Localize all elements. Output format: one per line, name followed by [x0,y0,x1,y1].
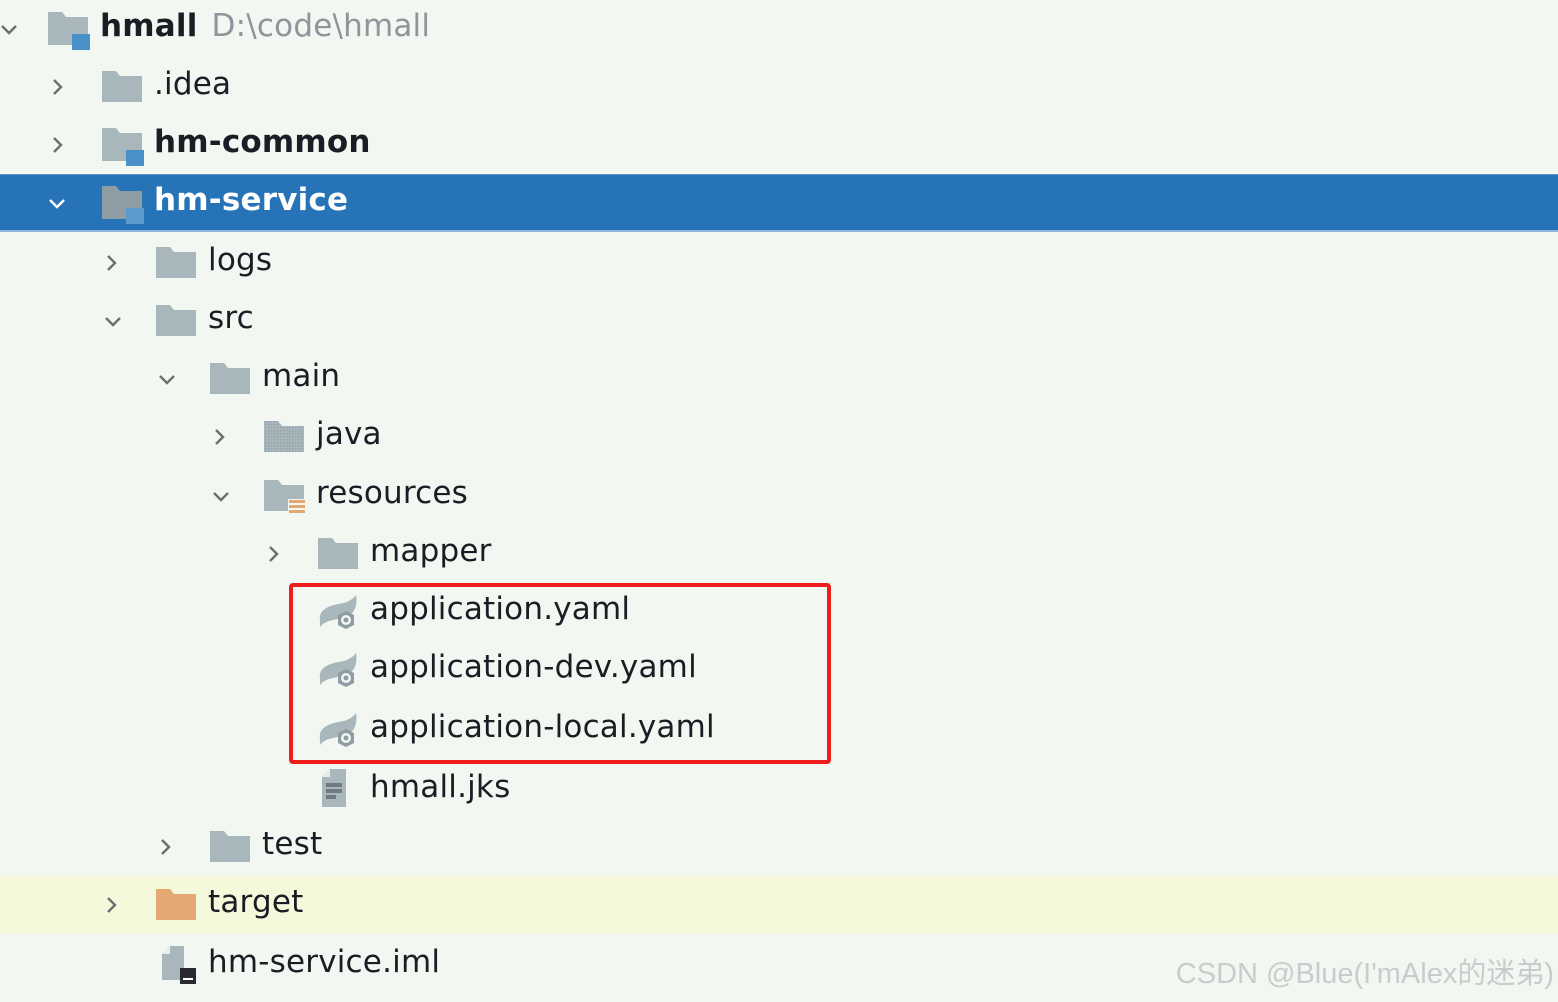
folder-icon [208,828,252,868]
tree-row-target[interactable]: target [0,876,1558,934]
tree-label: hmall.jks [370,769,511,805]
module-folder-icon [100,184,144,224]
tree-label: .idea [154,66,232,102]
tree-row-logs[interactable]: logs [0,234,1558,292]
tree-label: application-dev.yaml [370,649,697,685]
tree-row-mapper[interactable]: mapper [0,525,1558,583]
tree-row-resources[interactable]: resources [0,467,1558,525]
tree-label: test [262,826,323,862]
chevron-right-icon[interactable] [46,134,68,156]
module-folder-icon [100,126,144,166]
chevron-down-icon[interactable] [156,368,178,390]
project-path: D:\code\hmall [211,8,431,44]
chevron-down-icon[interactable] [102,310,124,332]
tree-row-main[interactable]: main [0,350,1558,408]
tree-row-idea[interactable]: .idea [0,58,1558,116]
source-folder-icon [262,418,306,458]
iml-file-icon [154,944,198,984]
chevron-right-icon[interactable] [100,894,122,916]
tree-row-test[interactable]: test [0,818,1558,876]
tree-label: hm-service [154,182,349,218]
folder-icon [154,244,198,284]
tree-row-hm-service[interactable]: hm-service [0,174,1558,232]
chevron-right-icon[interactable] [154,836,176,858]
folder-icon [154,302,198,342]
tree-label: resources [316,475,469,511]
tree-row-src[interactable]: src [0,292,1558,350]
tree-label: hm-service.iml [208,944,441,980]
chevron-down-icon[interactable] [210,485,232,507]
tree-row-hm-common[interactable]: hm-common [0,116,1558,174]
tree-row-application-dev-yaml[interactable]: application-dev.yaml [0,641,1558,699]
tree-label: src [208,300,254,336]
module-folder-icon [46,10,90,50]
tree-label: application-local.yaml [370,709,715,745]
tree-row-application-local-yaml[interactable]: application-local.yaml [0,701,1558,759]
tree-label: java [316,416,382,452]
tree-label: target [208,884,304,920]
chevron-down-icon[interactable] [0,18,20,40]
chevron-down-icon[interactable] [46,192,68,214]
resources-folder-icon [262,477,306,517]
chevron-right-icon[interactable] [208,426,230,448]
tree-label: logs [208,242,273,278]
chevron-right-icon[interactable] [100,252,122,274]
tree-row-java[interactable]: java [0,408,1558,466]
tree-label: mapper [370,533,492,569]
tree-row-hm-service-iml[interactable]: hm-service.iml [0,934,1558,992]
keystore-file-icon [316,767,360,807]
highlight-annotation-box [289,583,831,764]
watermark: CSDN @Blue(I'mAlex的迷弟) [1175,958,1554,990]
tree-label: application.yaml [370,591,631,627]
spring-yaml-icon [316,711,360,751]
tree-label: main [262,358,341,394]
folder-icon [100,68,144,108]
excluded-folder-icon [154,886,198,926]
spring-yaml-icon [316,593,360,633]
tree-label: hm-common [154,124,371,160]
folder-icon [316,535,360,575]
spring-yaml-icon [316,651,360,691]
chevron-right-icon[interactable] [262,543,284,565]
tree-row-application-yaml[interactable]: application.yaml [0,583,1558,641]
folder-icon [208,360,252,400]
chevron-right-icon[interactable] [46,76,68,98]
tree-row-hmall-jks[interactable]: hmall.jks [0,759,1558,817]
